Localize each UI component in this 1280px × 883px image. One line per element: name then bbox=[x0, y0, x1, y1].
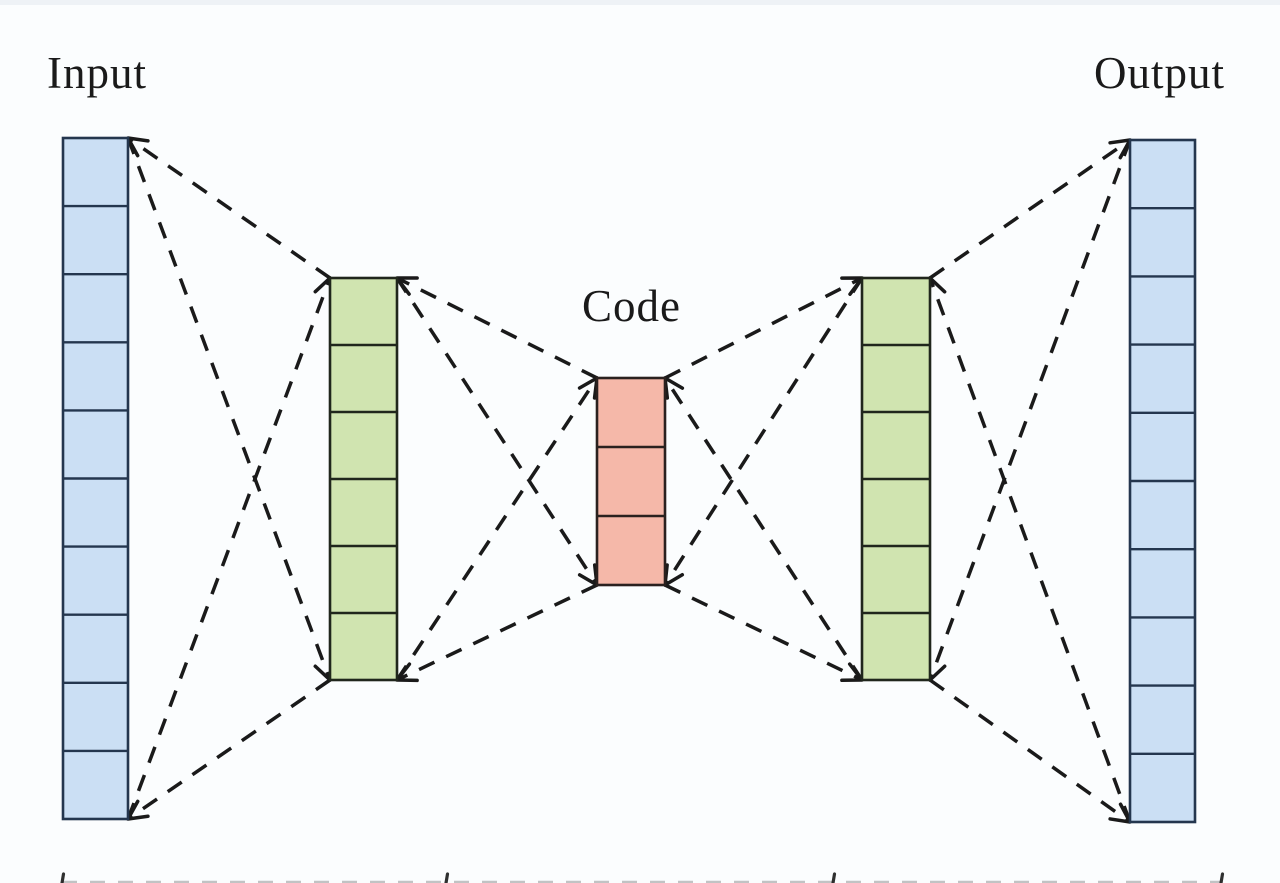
input-layer bbox=[61, 136, 130, 821]
connection-line bbox=[126, 276, 334, 820]
connection-lines bbox=[126, 136, 1132, 824]
code-layer bbox=[595, 376, 667, 587]
layer-columns bbox=[61, 136, 1197, 824]
connection-line bbox=[395, 277, 599, 587]
bottom-tick-mark bbox=[831, 872, 837, 883]
code-label: Code bbox=[582, 281, 681, 331]
bottom-tick-mark bbox=[1219, 872, 1225, 883]
connection-line bbox=[395, 276, 598, 380]
bottom-cropped-marks bbox=[60, 872, 1225, 883]
connection-line bbox=[929, 138, 1132, 280]
top-edge-strip bbox=[0, 0, 1280, 5]
connection-line bbox=[395, 583, 598, 683]
code-layer-body bbox=[595, 376, 667, 587]
output-layer bbox=[1128, 138, 1197, 824]
connection-line bbox=[395, 376, 599, 681]
connection-line bbox=[126, 137, 334, 682]
input-label: Input bbox=[47, 48, 147, 98]
connection-line bbox=[663, 277, 864, 587]
encoder-hidden-layer bbox=[328, 276, 399, 682]
bottom-tick-mark bbox=[60, 872, 66, 883]
connection-line bbox=[663, 376, 864, 681]
connection-line bbox=[126, 136, 331, 280]
decoder-hidden-layer bbox=[860, 276, 932, 682]
bottom-tick-mark bbox=[444, 872, 450, 883]
connection-line bbox=[664, 276, 864, 380]
connection-line bbox=[926, 139, 1132, 682]
connection-line bbox=[928, 678, 1132, 824]
connection-line bbox=[664, 583, 864, 683]
connection-line bbox=[926, 276, 1132, 823]
connection-line bbox=[126, 678, 331, 821]
output-label: Output bbox=[1094, 48, 1226, 98]
